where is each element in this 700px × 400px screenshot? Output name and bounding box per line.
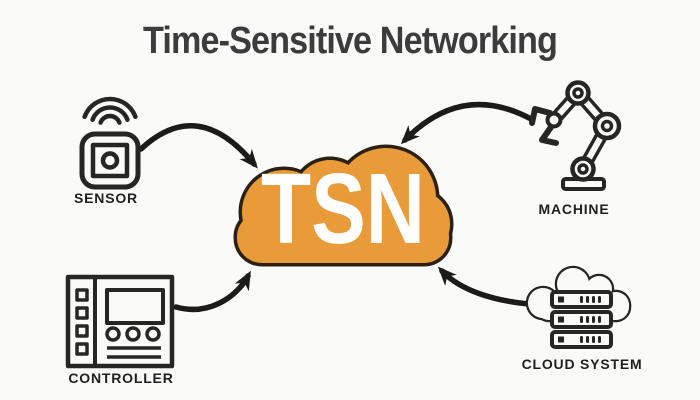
page-title: Time-Sensitive Networking <box>143 20 558 62</box>
controller-icon <box>65 274 175 369</box>
controller-label: CONTROLLER <box>68 370 174 386</box>
wifi-signal-icon <box>82 96 138 125</box>
arrow-machine-to-tsn <box>400 101 534 145</box>
arrow-cloudsystem-to-tsn <box>437 266 532 307</box>
sensor-icon <box>79 96 141 190</box>
arrow-controller-to-tsn <box>173 270 251 313</box>
arrow-sensor-to-tsn <box>138 123 258 169</box>
cloud-system-icon <box>525 265 632 349</box>
cloud-system-label: CLOUD SYSTEM <box>521 356 643 372</box>
tsn-cloud-label: TSN <box>261 152 425 265</box>
machine-icon <box>529 80 622 191</box>
tsn-cloud <box>233 144 454 267</box>
arrows <box>138 101 534 313</box>
machine-label: MACHINE <box>538 201 610 217</box>
server-stack-icon <box>550 290 613 349</box>
sensor-label: SENSOR <box>74 190 138 206</box>
